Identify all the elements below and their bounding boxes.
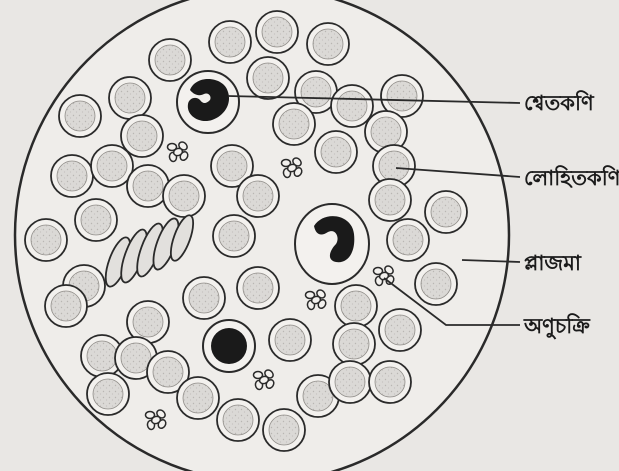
red-blood-cell (51, 155, 93, 197)
red-blood-cell (87, 373, 129, 415)
red-blood-cell (213, 215, 255, 257)
red-blood-cell (415, 263, 457, 305)
red-blood-cell (237, 175, 279, 217)
red-blood-cell (273, 103, 315, 145)
lymphocyte-cell (203, 320, 255, 372)
red-blood-cell (91, 145, 133, 187)
red-blood-cell (425, 191, 467, 233)
white-blood-cell (177, 71, 239, 133)
red-blood-cell (45, 285, 87, 327)
label-wbc: শ্বেতকণি (524, 90, 595, 115)
red-blood-cell (109, 77, 151, 119)
red-blood-cell (329, 361, 371, 403)
red-blood-cell (217, 399, 259, 441)
label-platelet: অণুচক্রি (523, 313, 591, 339)
red-blood-cell (335, 285, 377, 327)
red-blood-cell (331, 85, 373, 127)
red-blood-cell (369, 179, 411, 221)
red-blood-cell (59, 95, 101, 137)
red-blood-cell (183, 277, 225, 319)
red-blood-cell (369, 361, 411, 403)
red-blood-cell (269, 319, 311, 361)
red-blood-cell (387, 219, 429, 261)
red-blood-cell (247, 57, 289, 99)
red-blood-cell (75, 199, 117, 241)
red-blood-cell (333, 323, 375, 365)
red-blood-cell (256, 11, 298, 53)
red-blood-cell (177, 377, 219, 419)
red-blood-cell (263, 409, 305, 451)
label-rbc: লোহিতকণি (524, 165, 619, 190)
label-plasma: প্লাজমা (524, 251, 582, 275)
red-blood-cell (307, 23, 349, 65)
red-blood-cell (315, 131, 357, 173)
red-blood-cell (209, 21, 251, 63)
red-blood-cell (149, 39, 191, 81)
monocyte-cell (295, 204, 369, 284)
red-blood-cell (25, 219, 67, 261)
red-blood-cell (237, 267, 279, 309)
red-blood-cell (163, 175, 205, 217)
red-blood-cell (379, 309, 421, 351)
